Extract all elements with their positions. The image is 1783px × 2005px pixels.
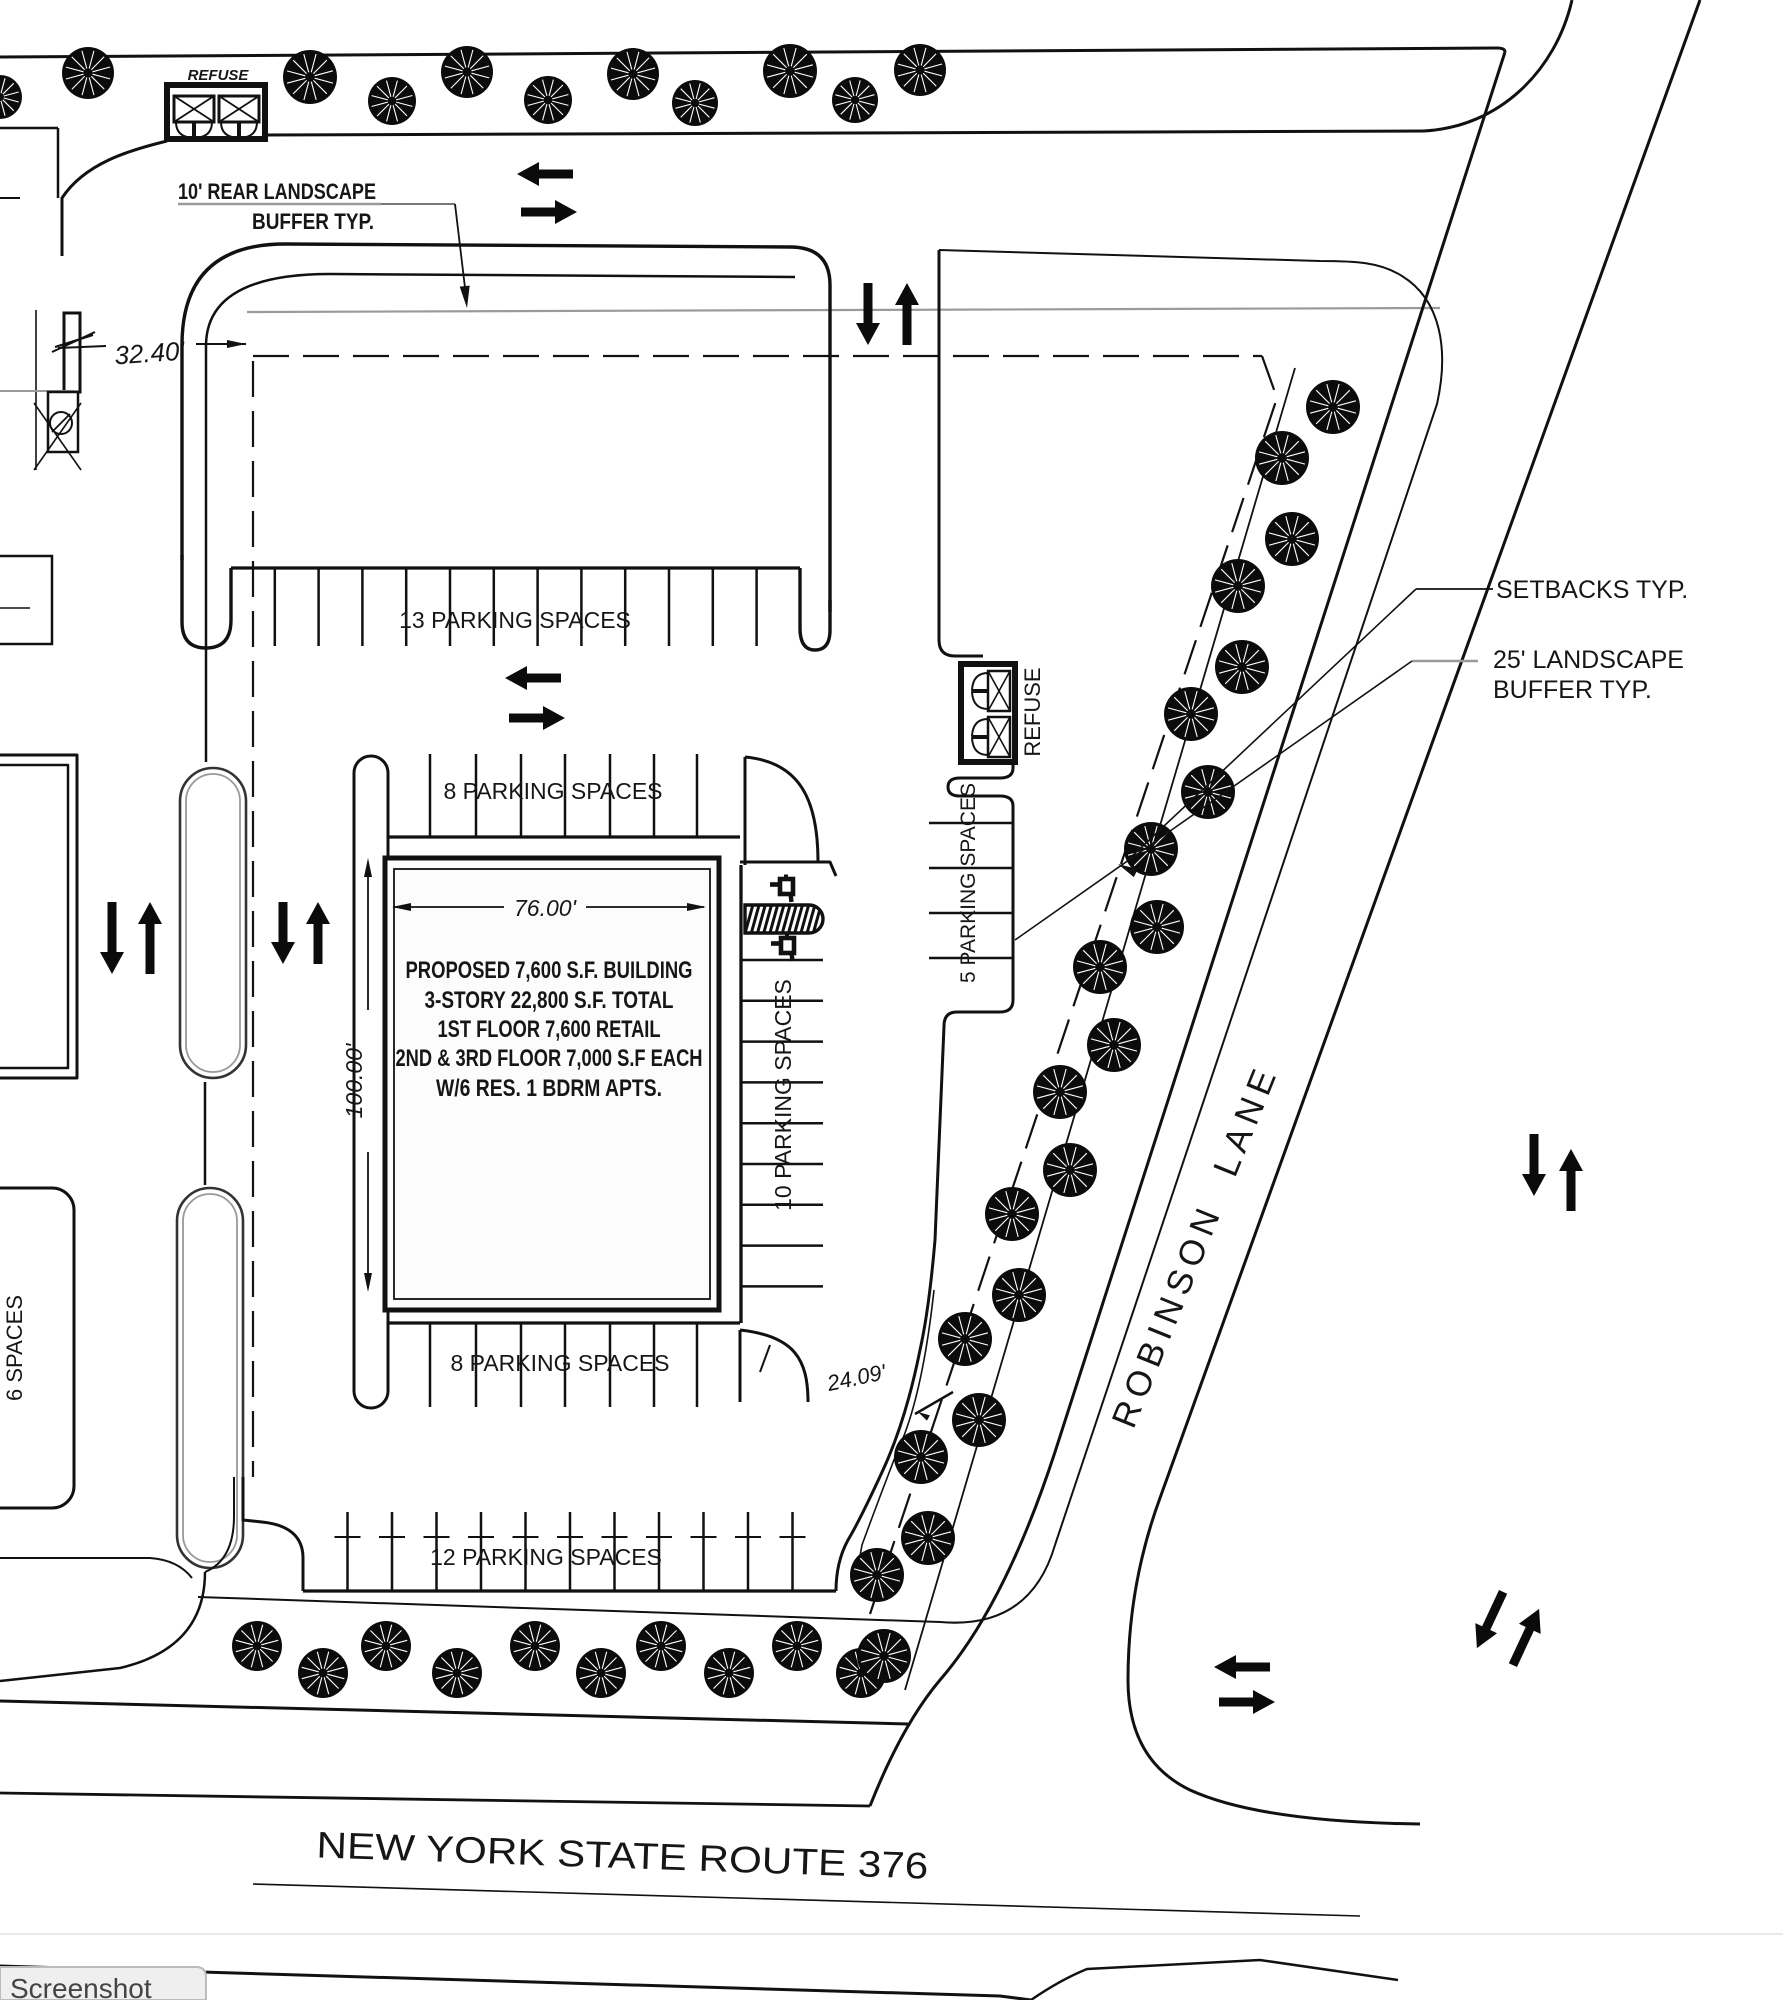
svg-text:25' LANDSCAPE: 25' LANDSCAPE	[1493, 646, 1684, 674]
svg-text:6 SPACES: 6 SPACES	[2, 1295, 27, 1401]
svg-text:100.00': 100.00'	[341, 1042, 367, 1118]
svg-text:BUFFER TYP.: BUFFER TYP.	[1493, 676, 1652, 704]
svg-text:13 PARKING SPACES: 13 PARKING SPACES	[399, 607, 631, 633]
svg-text:BUFFER TYP.: BUFFER TYP.	[252, 209, 374, 234]
svg-text:5 PARKING SPACES: 5 PARKING SPACES	[957, 783, 980, 983]
svg-text:REFUSE: REFUSE	[1020, 667, 1045, 756]
svg-text:10' REAR LANDSCAPE: 10' REAR LANDSCAPE	[178, 179, 376, 204]
svg-text:W/6 RES. 1 BDRM APTS.: W/6 RES. 1 BDRM APTS.	[436, 1075, 662, 1102]
svg-text:2ND & 3RD FLOOR 7,000 S.F EACH: 2ND & 3RD FLOOR 7,000 S.F EACH	[396, 1045, 703, 1072]
svg-text:REFUSE: REFUSE	[188, 67, 250, 84]
svg-text:Screenshot: Screenshot	[10, 1973, 152, 2000]
svg-text:PROPOSED 7,600 S.F. BUILDING: PROPOSED 7,600 S.F. BUILDING	[406, 957, 693, 984]
svg-text:32.40': 32.40'	[113, 336, 186, 371]
svg-text:76.00': 76.00'	[514, 895, 578, 921]
svg-text:12 PARKING SPACES: 12 PARKING SPACES	[430, 1544, 662, 1570]
svg-text:8 PARKING SPACES: 8 PARKING SPACES	[451, 1350, 670, 1376]
svg-text:1ST FLOOR 7,600 RETAIL: 1ST FLOOR 7,600 RETAIL	[438, 1016, 661, 1043]
svg-text:SETBACKS TYP.: SETBACKS TYP.	[1496, 576, 1688, 604]
svg-text:8 PARKING SPACES: 8 PARKING SPACES	[444, 778, 663, 804]
svg-text:3-STORY 22,800 S.F. TOTAL: 3-STORY 22,800 S.F. TOTAL	[425, 987, 674, 1014]
svg-text:10 PARKING SPACES: 10 PARKING SPACES	[770, 979, 796, 1211]
